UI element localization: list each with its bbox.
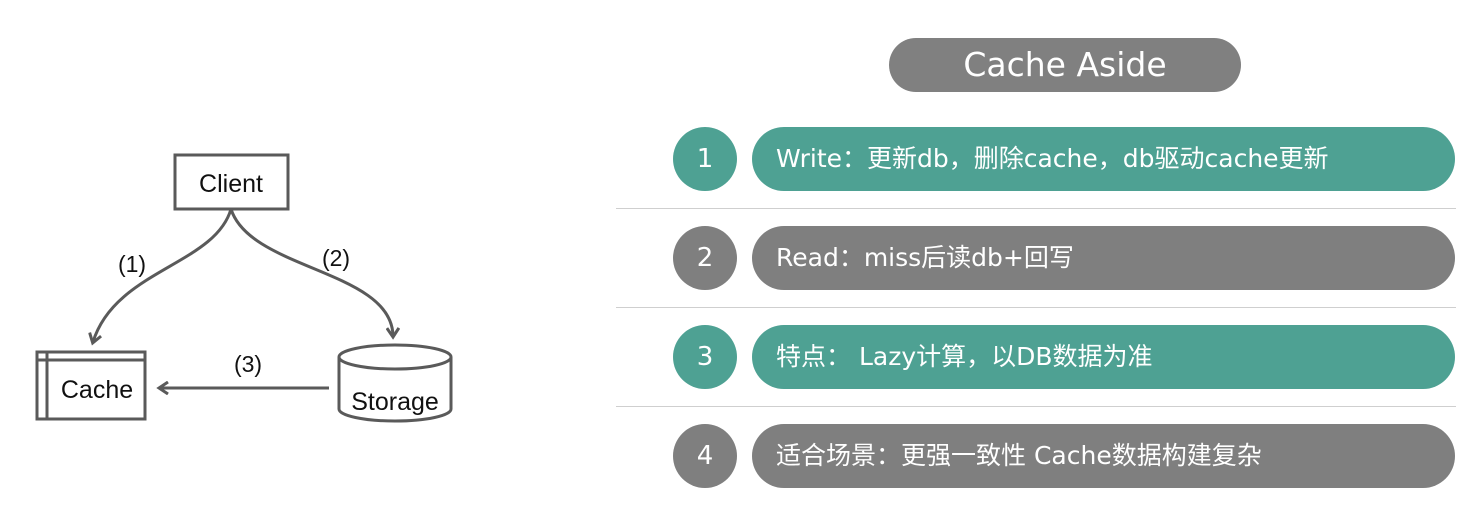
edge-label-2: (2)	[322, 245, 350, 271]
item-row-4: 4 适合场景：更强一致性 Cache数据构建复杂	[0, 424, 1484, 488]
item-row-1: 1 Write：更新db，删除cache，db驱动cache更新	[0, 127, 1484, 191]
cache-label: Cache	[61, 376, 133, 404]
item-row-2: 2 Read：miss后读db+回写	[0, 226, 1484, 290]
divider-1	[616, 208, 1456, 209]
divider-3	[616, 406, 1456, 407]
cache-node: Cache	[35, 350, 147, 421]
storage-node: Storage	[337, 343, 453, 423]
title-pill: Cache Aside	[889, 38, 1241, 92]
edge-client-to-storage	[229, 208, 393, 336]
client-node: Client	[173, 153, 290, 211]
edge-label-1: (1)	[118, 251, 146, 277]
item-text-1: Write：更新db，删除cache，db驱动cache更新	[752, 127, 1455, 191]
item-number-3: 3	[673, 325, 737, 389]
item-number-4: 4	[673, 424, 737, 488]
item-text-3: 特点： Lazy计算，以DB数据为准	[752, 325, 1455, 389]
item-row-3: 3 特点： Lazy计算，以DB数据为准	[0, 325, 1484, 389]
item-text-2: Read：miss后读db+回写	[752, 226, 1455, 290]
edge-client-to-cache	[93, 208, 233, 342]
divider-2	[616, 307, 1456, 308]
item-text-4: 适合场景：更强一致性 Cache数据构建复杂	[752, 424, 1455, 488]
item-number-1: 1	[673, 127, 737, 191]
client-label: Client	[199, 170, 263, 198]
item-number-2: 2	[673, 226, 737, 290]
diagram-canvas: Client Cache Storage (1) (2) (3)	[35, 153, 453, 423]
storage-label: Storage	[351, 388, 439, 416]
cache-aside-diagram: Client Cache Storage (1) (2) (3)	[0, 0, 560, 522]
edge-label-3: (3)	[234, 351, 262, 377]
